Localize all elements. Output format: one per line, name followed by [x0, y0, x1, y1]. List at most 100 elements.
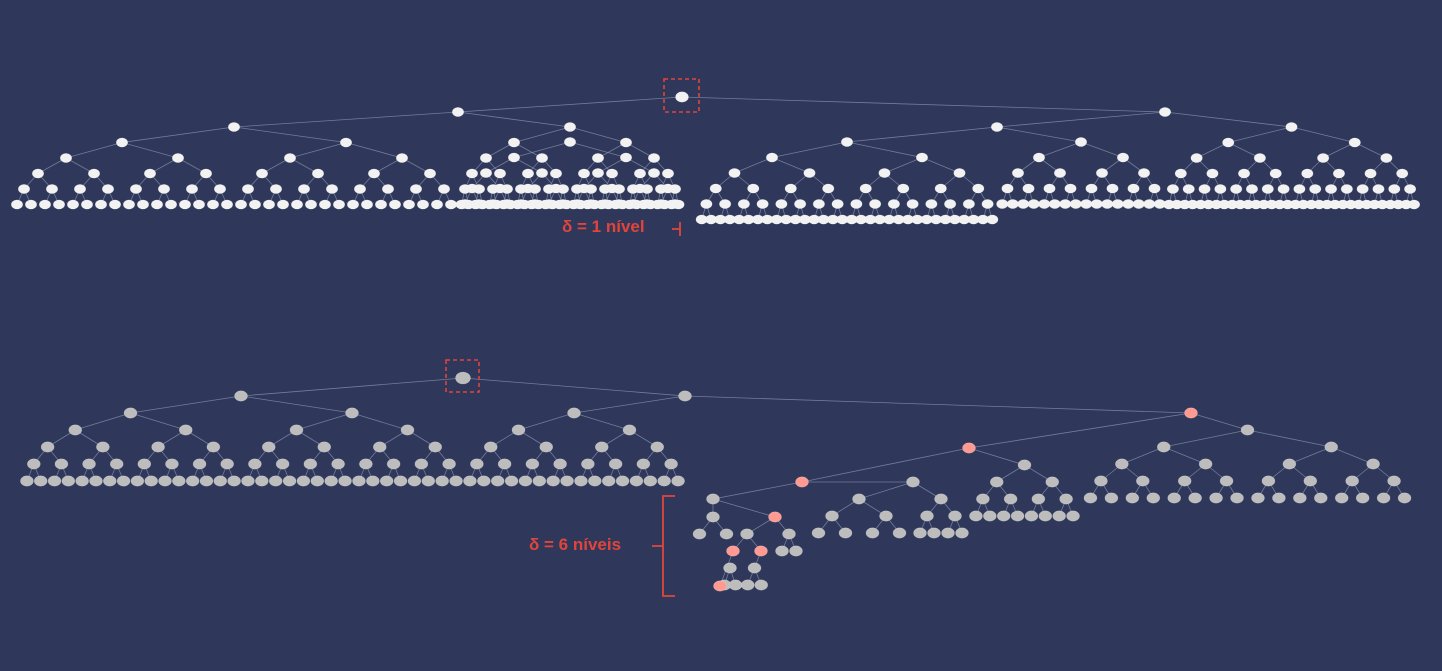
tree-edge — [1331, 446, 1374, 465]
tree-node — [381, 184, 395, 194]
tree-node — [996, 199, 1009, 209]
tree-node — [920, 510, 934, 522]
tree-node — [1355, 492, 1370, 504]
tree-node — [706, 493, 720, 505]
tree-node — [1143, 199, 1156, 209]
tree-node — [1332, 168, 1345, 179]
tree-node — [1251, 492, 1265, 504]
tree-node — [840, 137, 854, 147]
tree-node — [612, 184, 626, 194]
tree-node — [290, 199, 304, 210]
tree-node — [317, 441, 332, 453]
tree-edge — [130, 412, 186, 431]
tree-node — [136, 199, 150, 210]
tree-node — [605, 168, 619, 179]
tree-node — [339, 137, 353, 148]
tree-node — [850, 199, 863, 209]
tree-node — [671, 475, 685, 487]
tree-node — [560, 475, 574, 487]
tree-node — [1188, 492, 1202, 504]
tree-node — [68, 424, 83, 436]
tree-edge — [1196, 142, 1229, 159]
tree-edge — [518, 412, 575, 431]
tree-edge — [345, 142, 403, 159]
tree-node — [640, 184, 654, 194]
tree-node — [629, 475, 644, 487]
depth-difference-label-top: δ = 1 nível — [562, 217, 645, 236]
tree-node — [1032, 152, 1046, 163]
tree-node — [1038, 199, 1051, 209]
tree-node — [740, 528, 754, 540]
tree-node — [144, 475, 159, 487]
depth-difference-label-bottom: δ = 6 níveis — [529, 535, 622, 554]
tree-node — [678, 390, 692, 402]
tree-node — [615, 475, 630, 487]
tree-node — [647, 168, 661, 178]
tree-node — [865, 527, 880, 539]
tree-node — [1182, 184, 1195, 194]
tree-node — [934, 493, 948, 505]
tree-edge — [996, 126, 1082, 143]
tree-node — [1174, 168, 1187, 179]
tree-edge — [1354, 142, 1387, 159]
tree-node — [310, 475, 325, 487]
tree-edge — [681, 96, 1166, 113]
tree-node — [986, 214, 999, 225]
tree-node — [1277, 184, 1290, 194]
tree-node — [643, 475, 658, 487]
tree-node — [1372, 184, 1385, 194]
tree-node — [1085, 183, 1098, 194]
tree-node — [728, 168, 741, 178]
tree-node — [87, 168, 101, 179]
tree-edge — [771, 157, 810, 174]
tree-node — [227, 122, 241, 132]
tree-node — [206, 441, 221, 453]
tree-node — [549, 168, 563, 179]
tree-node — [465, 168, 479, 179]
tree-node — [1043, 183, 1056, 194]
tree-node — [497, 458, 512, 470]
tree-node — [574, 475, 588, 487]
tree-node — [672, 199, 685, 210]
tree-node — [24, 199, 38, 210]
tree-node — [811, 527, 826, 539]
tree-node — [972, 183, 985, 194]
tree-node — [73, 184, 87, 194]
tree-node — [989, 476, 1004, 488]
tree-node — [296, 475, 311, 487]
tree-edge — [289, 142, 347, 159]
root-highlight-box-bottom — [445, 359, 480, 393]
tree-node — [1022, 183, 1035, 194]
tree-node — [591, 168, 605, 178]
tree-node — [1317, 153, 1330, 163]
tree-node — [570, 184, 584, 194]
tree-node — [428, 441, 443, 453]
tree-node — [934, 183, 947, 194]
tree-node — [511, 424, 526, 436]
tree-node — [756, 199, 769, 209]
tree-node — [185, 475, 200, 487]
tree-node — [507, 152, 521, 163]
tree-node — [553, 458, 567, 470]
tree-node — [490, 475, 505, 487]
tree-node — [1313, 492, 1328, 504]
tree-node — [47, 475, 62, 487]
tree-node — [737, 199, 750, 209]
tree-node — [996, 510, 1011, 522]
tree-node — [869, 199, 882, 209]
tree-node — [514, 184, 528, 194]
tree-node — [521, 168, 535, 179]
tree-node — [1064, 183, 1077, 194]
tree-node — [1059, 493, 1073, 505]
tree-node — [248, 199, 262, 210]
tree-node — [1345, 475, 1359, 487]
tree-node — [728, 579, 743, 591]
tree-node — [941, 527, 955, 539]
tree-edge — [684, 395, 1192, 414]
tree-node — [990, 122, 1004, 132]
tree-node — [1253, 153, 1266, 163]
tree-node — [500, 184, 514, 194]
tree-node — [352, 475, 366, 487]
tree-node — [52, 199, 66, 210]
